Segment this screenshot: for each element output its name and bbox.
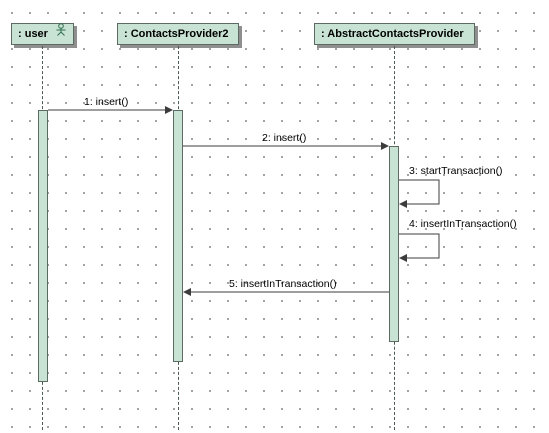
message-label-2: 2: insert() bbox=[262, 132, 307, 144]
message-label-5: 5: insertInTransaction() bbox=[229, 278, 337, 290]
actor-stick-figure-icon bbox=[55, 23, 67, 43]
participant-abstract-contacts-provider-label: : AbstractContactsProvider bbox=[321, 28, 464, 40]
participant-abstract-contacts-provider[interactable]: : AbstractContactsProvider bbox=[314, 23, 475, 45]
activation-contacts-provider2 bbox=[173, 110, 183, 362]
message-arrow-1[interactable] bbox=[48, 106, 173, 114]
message-label-4: 4: insertInTransaction() bbox=[409, 218, 517, 230]
message-arrow-3[interactable] bbox=[399, 179, 440, 208]
message-label-3: 3: startTransaction() bbox=[409, 165, 503, 177]
message-arrow-2[interactable] bbox=[183, 142, 389, 150]
participant-user-label: : user bbox=[18, 28, 48, 40]
activation-abstract-contacts-provider bbox=[389, 146, 399, 342]
message-arrow-5[interactable] bbox=[183, 288, 389, 296]
participant-contacts-provider2-label: : ContactsProvider2 bbox=[124, 28, 229, 40]
activation-user bbox=[38, 110, 48, 382]
message-label-1: 1: insert() bbox=[84, 96, 129, 108]
participant-contacts-provider2[interactable]: : ContactsProvider2 bbox=[117, 23, 239, 45]
message-arrow-4[interactable] bbox=[399, 233, 440, 262]
participant-user[interactable]: : user bbox=[11, 23, 74, 45]
